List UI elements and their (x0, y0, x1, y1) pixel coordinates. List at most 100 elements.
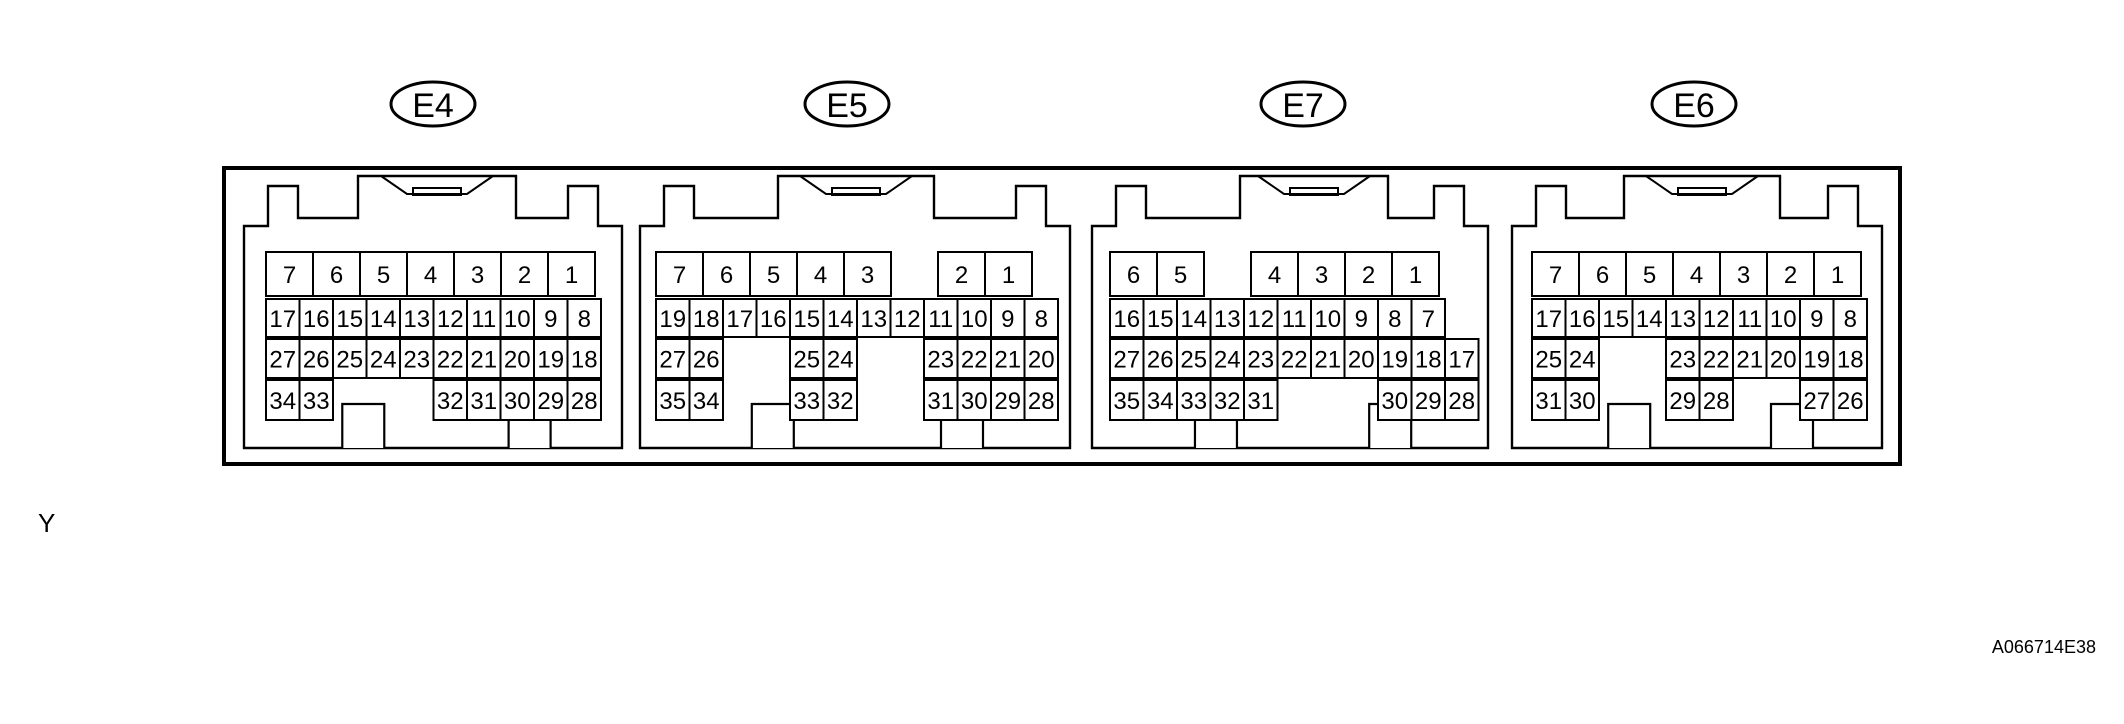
pin-number: 10 (1314, 306, 1341, 333)
pin-number: 29 (994, 388, 1021, 415)
ecu-housing-outline (222, 166, 1902, 466)
reference-code: A066714E38 (1992, 637, 2096, 657)
pin-cell (1276, 298, 1312, 338)
pin-number: 18 (571, 347, 598, 374)
connector-body (1090, 174, 1490, 450)
pin-cell (1410, 338, 1446, 379)
pin-cell (1832, 298, 1868, 338)
pin-number: 32 (827, 388, 854, 415)
pin-cell (1698, 379, 1734, 421)
pin-cell (1665, 379, 1701, 421)
pin-number: 1 (1409, 262, 1422, 289)
pin-number: 6 (1127, 262, 1140, 289)
connector-label-oval (803, 80, 891, 128)
pin-cell (365, 298, 401, 338)
pin-number: 15 (1147, 306, 1174, 333)
pin-number: 14 (1636, 306, 1663, 333)
pin-number: 4 (1268, 262, 1281, 289)
pin-number: 11 (471, 306, 496, 333)
pin-cell (990, 338, 1026, 379)
pin-number: 33 (793, 388, 820, 415)
pin-number: 22 (1703, 347, 1730, 374)
pin-cell (566, 379, 602, 421)
pin-number: 29 (537, 388, 564, 415)
pin-number: 22 (437, 347, 464, 374)
pin-cell (1631, 298, 1667, 338)
pin-cell (1243, 379, 1279, 421)
pin-number: 7 (1422, 306, 1435, 333)
pin-number: 10 (1770, 306, 1797, 333)
pin-cell (1250, 251, 1299, 297)
pin-cell (499, 298, 535, 338)
pin-number: 21 (1736, 347, 1763, 374)
pin-cell (432, 379, 468, 421)
pin-cell (1799, 338, 1835, 379)
pin-cell (1832, 338, 1868, 379)
pin-number: 10 (504, 306, 531, 333)
pin-number: 1 (565, 262, 578, 289)
pin-cell (1531, 338, 1567, 379)
pin-number: 9 (1001, 306, 1014, 333)
connector-label: E7 (1282, 87, 1324, 125)
pin-number: 31 (470, 388, 497, 415)
pin-cell (466, 298, 502, 338)
pin-cell (1109, 298, 1145, 338)
pin-number: 25 (1180, 347, 1207, 374)
pin-number: 28 (1448, 388, 1475, 415)
pin-number: 21 (1314, 347, 1341, 374)
pin-number: 12 (894, 306, 921, 333)
connector-label: E5 (826, 87, 868, 125)
pin-number: 16 (1569, 306, 1596, 333)
pin-number: 5 (1174, 262, 1187, 289)
pin-cell (500, 251, 549, 297)
pin-cell (1813, 251, 1862, 297)
pin-number: 19 (537, 347, 564, 374)
pin-number: 6 (720, 262, 733, 289)
pin-cell (1765, 338, 1801, 379)
pin-number: 6 (330, 262, 343, 289)
pin-cell (1564, 338, 1600, 379)
pin-cell (1564, 379, 1600, 421)
pin-cell (1665, 338, 1701, 379)
pin-number: 10 (961, 306, 988, 333)
pin-number: 19 (659, 306, 686, 333)
pin-cell (722, 298, 758, 338)
pin-number: 12 (437, 306, 464, 333)
pin-cell (1531, 379, 1567, 421)
pin-number: 3 (1737, 262, 1750, 289)
pin-cell (1578, 251, 1627, 297)
pin-number: 24 (827, 347, 854, 374)
side-label: Y (38, 508, 55, 538)
pin-number: 9 (1810, 306, 1823, 333)
pin-cell (1109, 338, 1145, 379)
keying-notch (1607, 402, 1652, 448)
pin-cell (1243, 298, 1279, 338)
pin-number: 4 (1690, 262, 1703, 289)
pin-cell (566, 298, 602, 338)
pin-number: 1 (1831, 262, 1844, 289)
pin-number: 22 (961, 347, 988, 374)
pin-cell (655, 338, 691, 379)
pin-number: 14 (1180, 306, 1207, 333)
pin-cell (1156, 251, 1205, 297)
pin-cell (956, 338, 992, 379)
keying-notch (341, 402, 386, 448)
pin-cell (1310, 298, 1346, 338)
pin-number: 28 (1703, 388, 1730, 415)
pin-number: 21 (994, 347, 1021, 374)
pin-cell (749, 251, 798, 297)
pin-number: 25 (1535, 347, 1562, 374)
pin-number: 27 (1113, 347, 1140, 374)
pin-number: 29 (1669, 388, 1696, 415)
pin-number: 24 (370, 347, 397, 374)
pin-cell (655, 379, 691, 421)
pin-cell (1310, 338, 1346, 379)
pin-number: 5 (1643, 262, 1656, 289)
pin-cell (1176, 338, 1212, 379)
pin-number: 11 (1282, 306, 1307, 333)
pin-number: 30 (504, 388, 531, 415)
pin-number: 20 (1028, 347, 1055, 374)
pin-number: 15 (336, 306, 363, 333)
pin-cell (1719, 251, 1768, 297)
